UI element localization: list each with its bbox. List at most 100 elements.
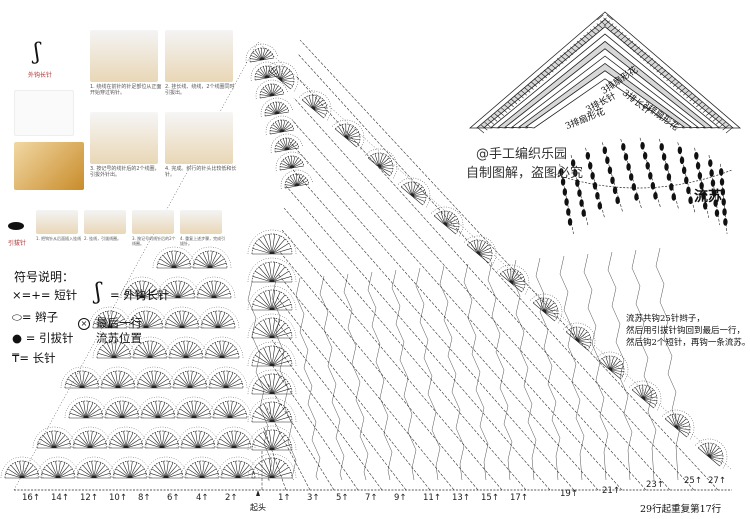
edge-fan-motif [695, 438, 728, 469]
wedge-hatch [576, 40, 584, 47]
left-fan-motif [36, 456, 80, 479]
legend-double-crochet: ₸= 长针 [12, 351, 56, 365]
diagonal-stitch-band [289, 141, 599, 491]
tassel-bead-icon [697, 171, 703, 180]
row-number: 15↑ [481, 493, 499, 503]
wedge-hatch [560, 55, 567, 61]
tassel-bead-icon [634, 193, 639, 201]
slip-caption-1: 1. 把钩针从后面插入挂线 [36, 236, 82, 241]
center-fan-motif [247, 229, 297, 255]
upper-fan-motif [275, 151, 309, 171]
tassel-bead-icon [661, 153, 667, 161]
dc-band-zigzag [367, 271, 393, 481]
row-number: 19↑ [560, 489, 578, 499]
slip-stitch-label: 引拔针 [8, 240, 27, 247]
left-fan-motif [216, 456, 260, 479]
diagonal-stitch-band [285, 185, 551, 491]
tassel-bead-icon [621, 143, 626, 151]
tassel-bead-icon [645, 162, 650, 170]
dc-band-zigzag [247, 281, 273, 481]
wedge-hatch [686, 92, 693, 99]
tassel-bead-icon [573, 169, 578, 177]
tassel-bead-icon [642, 152, 648, 160]
diagonal-stitch-band [299, 39, 719, 491]
wedge-hatch [633, 46, 640, 53]
left-fan-motif [196, 306, 240, 329]
step-caption-2: 2. 挂长线、绕线，2个线圈同时引拔出。 [165, 84, 235, 96]
wedge-hatch [570, 46, 577, 53]
left-fan-motif [32, 426, 76, 449]
diagonal-stitch-band [283, 207, 527, 491]
step-photo-1 [90, 30, 158, 82]
wedge-hatch [673, 81, 680, 87]
left-fan-motif [132, 366, 176, 389]
left-fan-motif [156, 276, 200, 299]
edge-fan-motif [563, 322, 596, 353]
step-photo-2 [165, 30, 233, 82]
step-photo-3 [90, 112, 158, 164]
wedge-hatch [610, 26, 617, 32]
diagonal-stitch-band [277, 273, 455, 491]
left-fan-motif [88, 306, 132, 329]
wedge-hatch [550, 63, 557, 70]
tassel-bead-icon [722, 208, 727, 216]
center-fan-motif [247, 341, 297, 367]
wedge-hatch [709, 113, 716, 119]
row-number: 7↑ [365, 493, 378, 503]
wedge-hatch [494, 113, 501, 119]
wedge-hatch [504, 104, 511, 111]
tassel-bead-icon [585, 151, 591, 160]
row-number: 10↑ [109, 493, 127, 503]
tassel-chain [559, 163, 574, 234]
tassel-bead-icon [595, 191, 600, 200]
tassel-bead-icon [723, 218, 728, 226]
left-fan-motif [208, 396, 252, 419]
diagonal-stitch-band [273, 317, 407, 491]
wedge-band [517, 62, 693, 129]
wedge-hatch [623, 37, 630, 44]
wedge-hatch [533, 78, 541, 84]
tassel-bead-icon [631, 183, 637, 191]
tassel-bead-icon [671, 193, 676, 201]
center-fan-motif [247, 285, 297, 311]
tassel-title: 流苏 [694, 189, 722, 205]
upper-fan-motif [250, 61, 284, 81]
tassel-bead-icon [615, 196, 620, 205]
diagonal-stitch-band [271, 339, 383, 491]
wedge-hatch [603, 17, 610, 24]
legend-slip-stitch: ● = 引拔针 [12, 331, 74, 345]
wedge-band [489, 33, 721, 129]
step-photo-4 [165, 112, 233, 164]
dc-band-zigzag [415, 267, 441, 481]
wedge-hatch [607, 23, 614, 29]
tassel-note-1: 流苏共钩25针辫子， [626, 314, 705, 324]
wedge-hatch [626, 40, 634, 47]
fpdc-symbol-icon: ʃ [34, 40, 40, 65]
edge-fan-motif [431, 206, 464, 237]
dc-band-zigzag [511, 259, 537, 481]
left-edge [13, 41, 259, 491]
wedge-hatch [696, 101, 703, 108]
wedge-band [503, 48, 707, 129]
diagonal-stitch-band [263, 427, 287, 491]
row-number: 4↑ [196, 493, 209, 503]
row-number: 17↑ [510, 493, 528, 503]
left-fan-motif [204, 366, 248, 389]
tassel-edge-arc [547, 169, 733, 189]
row-number: 25↑ [684, 476, 702, 486]
dc-band-zigzag [319, 275, 345, 481]
tassel-bead-icon [590, 171, 595, 180]
tassel-bead-icon [713, 199, 718, 207]
wedge-hatch [510, 98, 518, 105]
wedge-hatch [606, 14, 613, 21]
tassel-bead-icon [695, 161, 701, 170]
wedge-hatch [702, 107, 710, 113]
left-fan-motif [188, 246, 232, 269]
left-fan-motif [0, 456, 44, 479]
diagonal-stitch-band [269, 361, 359, 491]
dc-band-zigzag [463, 263, 489, 481]
wedge-hatch [620, 34, 627, 41]
wedge-hatch [543, 69, 551, 76]
edge-fan-motif [332, 119, 365, 150]
